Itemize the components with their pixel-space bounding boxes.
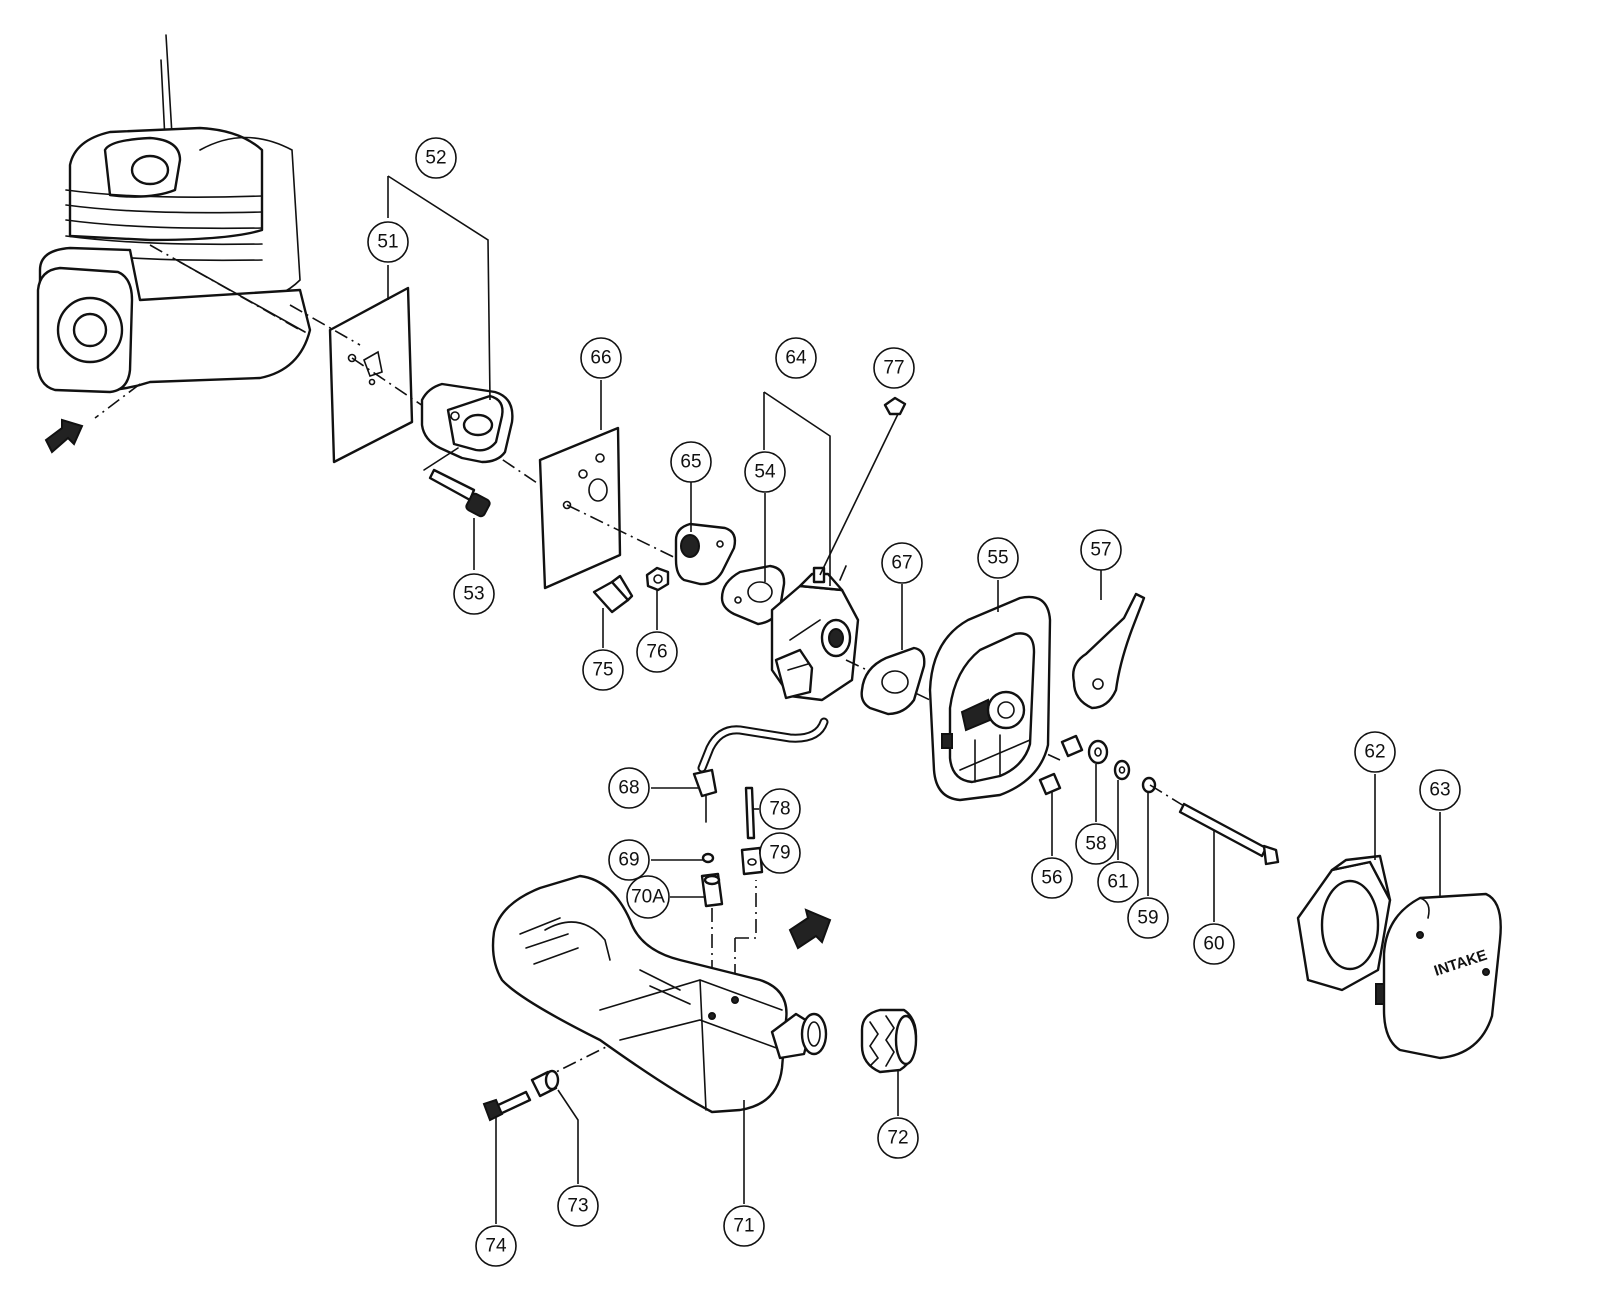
svg-text:79: 79 xyxy=(769,843,790,864)
svg-text:57: 57 xyxy=(1090,540,1111,561)
callout-74: 74 xyxy=(475,1225,517,1267)
washer-59 xyxy=(1141,776,1157,794)
arrow-icon xyxy=(788,908,832,950)
leader-lines xyxy=(387,175,1441,1224)
callout-76: 76 xyxy=(636,631,678,673)
svg-text:55: 55 xyxy=(987,548,1008,569)
svg-text:56: 56 xyxy=(1041,868,1062,889)
svg-text:75: 75 xyxy=(592,660,613,681)
fuel-tank-71 xyxy=(491,874,828,1114)
callout-79: 79 xyxy=(759,832,801,874)
air-filter-cover-63: INTAKE xyxy=(1375,892,1502,1060)
callout-78: 78 xyxy=(759,788,801,830)
clip-77 xyxy=(819,396,907,576)
callout-55: 55 xyxy=(977,537,1019,579)
svg-text:64: 64 xyxy=(785,348,807,369)
washer-58 xyxy=(1087,739,1109,765)
svg-text:66: 66 xyxy=(590,348,611,369)
bolt-74 xyxy=(482,1090,532,1122)
svg-text:73: 73 xyxy=(567,1196,588,1217)
callout-54: 54 xyxy=(744,451,786,493)
washer-61 xyxy=(1113,759,1131,781)
gasket-66 xyxy=(538,426,622,590)
svg-text:65: 65 xyxy=(680,452,701,473)
callout-65: 65 xyxy=(670,441,712,483)
callout-67: 67 xyxy=(881,542,923,584)
callout-70a: 70A xyxy=(626,875,670,919)
fuel-line-68 xyxy=(692,717,829,823)
insulator-52 xyxy=(420,382,514,464)
callout-56: 56 xyxy=(1031,857,1073,899)
svg-text:60: 60 xyxy=(1203,934,1224,955)
bolt-60 xyxy=(1178,802,1280,866)
o-ring-69 xyxy=(701,852,715,864)
carburetor-64 xyxy=(770,565,860,702)
grommet-73 xyxy=(530,1069,560,1098)
callout-51: 51 xyxy=(367,221,409,263)
svg-text:77: 77 xyxy=(883,358,904,379)
fitting-75 xyxy=(592,574,634,614)
callout-72: 72 xyxy=(877,1117,919,1159)
svg-text:52: 52 xyxy=(425,148,446,169)
svg-text:78: 78 xyxy=(769,799,790,820)
fuel-filter-70a xyxy=(700,872,724,908)
spacer-56 xyxy=(1038,734,1084,796)
callout-68: 68 xyxy=(608,767,650,809)
callout-53: 53 xyxy=(453,573,495,615)
callout-66: 66 xyxy=(580,337,622,379)
svg-text:62: 62 xyxy=(1364,742,1385,763)
svg-text:69: 69 xyxy=(618,850,639,871)
callout-52: 52 xyxy=(415,137,457,179)
svg-text:67: 67 xyxy=(891,553,912,574)
bolt-53 xyxy=(423,447,491,518)
grommet-79 xyxy=(740,846,764,876)
svg-text:51: 51 xyxy=(377,232,398,253)
callout-63: 63 xyxy=(1419,769,1461,811)
svg-text:63: 63 xyxy=(1429,780,1450,801)
svg-text:76: 76 xyxy=(646,642,667,663)
callout-59: 59 xyxy=(1127,897,1169,939)
callout-71: 71 xyxy=(723,1205,765,1247)
axis-line xyxy=(289,304,361,346)
svg-text:71: 71 xyxy=(733,1216,754,1237)
pipe-78 xyxy=(744,786,756,840)
lever-57 xyxy=(1072,592,1146,710)
svg-text:70A: 70A xyxy=(631,887,665,908)
nut-76 xyxy=(645,566,670,592)
engine-block xyxy=(36,34,312,419)
callout-77: 77 xyxy=(873,347,915,389)
arrow-icon xyxy=(44,418,84,454)
callout-57: 57 xyxy=(1080,529,1122,571)
callout-62: 62 xyxy=(1354,731,1396,773)
filter-element-62 xyxy=(1296,854,1392,992)
callout-58: 58 xyxy=(1075,823,1117,865)
gasket-54 xyxy=(720,564,786,626)
callout-69: 69 xyxy=(608,839,650,881)
air-filter-base-55 xyxy=(928,595,1052,802)
callout-73: 73 xyxy=(557,1185,599,1227)
svg-text:61: 61 xyxy=(1107,872,1128,893)
gasket-67 xyxy=(860,646,926,716)
callout-61: 61 xyxy=(1097,861,1139,903)
svg-text:68: 68 xyxy=(618,778,639,799)
callout-64: 64 xyxy=(775,337,817,379)
svg-text:72: 72 xyxy=(887,1128,908,1149)
plate-65 xyxy=(674,522,737,586)
svg-text:74: 74 xyxy=(485,1236,507,1257)
svg-text:54: 54 xyxy=(754,462,776,483)
callout-75: 75 xyxy=(582,649,624,691)
svg-text:53: 53 xyxy=(463,584,484,605)
svg-text:58: 58 xyxy=(1085,834,1106,855)
gasket-51 xyxy=(328,286,414,464)
fuel-cap-72 xyxy=(860,1008,918,1074)
callout-60: 60 xyxy=(1193,923,1235,965)
svg-text:59: 59 xyxy=(1137,908,1158,929)
